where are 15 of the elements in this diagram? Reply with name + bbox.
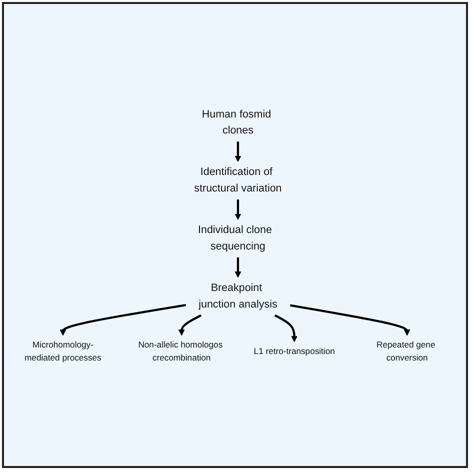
arrow (274, 314, 298, 342)
arrow (290, 304, 410, 336)
node-text: Individual clone sequencing (198, 224, 272, 252)
node-text: L1 retro-transposition (254, 346, 335, 356)
node-text: Human fosmid clones (202, 108, 272, 136)
arrow (178, 314, 202, 336)
node-text: Repeated gene conversion (376, 339, 436, 362)
arrow (234, 199, 242, 220)
node-text: Non-allelic homologos crecombination (138, 339, 223, 362)
arrow (60, 304, 186, 336)
node-text: Identification of structural variation (194, 166, 282, 194)
node-text: Microhomology-mediated processes (24, 339, 102, 362)
node-text: Breakpoint junction analysis (198, 281, 278, 310)
arrow (234, 141, 242, 162)
arrow (234, 257, 242, 278)
